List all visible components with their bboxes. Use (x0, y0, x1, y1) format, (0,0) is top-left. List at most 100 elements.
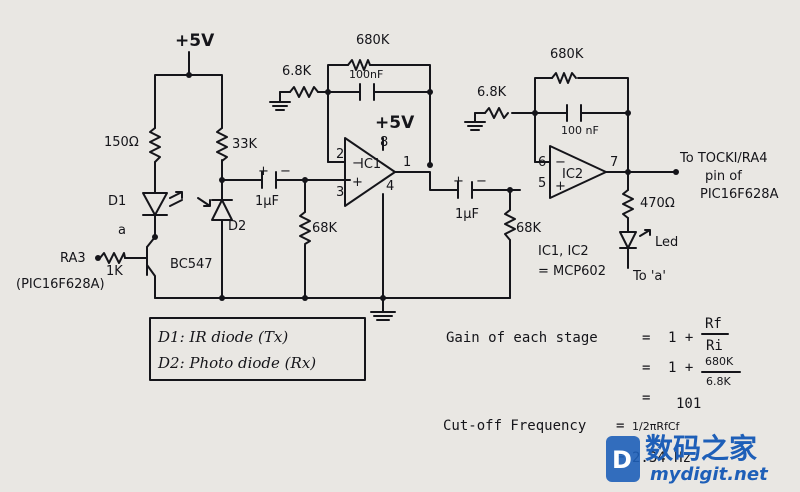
capacitor-100nf-b (566, 104, 582, 122)
resistor-680k-b (551, 72, 577, 84)
diode-d2 (211, 199, 233, 221)
ic-note: IC1, IC2 = MCP602 (538, 244, 606, 279)
gain-rf: Rf (705, 316, 722, 332)
ic2-pin5: 5 (538, 176, 546, 191)
component-labels: 150Ω 33K D1 a D2 BC547 RA3 1K (PIC16F628… (16, 33, 678, 292)
ic1-minus: − (352, 156, 363, 171)
diode-symbols (142, 191, 651, 249)
led (619, 231, 637, 249)
r-f2-label: 680K (550, 47, 584, 62)
opamp-ic1 (344, 137, 396, 207)
supply-label: +5V (175, 31, 215, 51)
gain-num: 680K (705, 355, 734, 368)
r-led-label: 150Ω (104, 135, 139, 150)
gain-one-plus-2: 1 + (668, 360, 693, 376)
gain-den: 6.8K (706, 375, 731, 388)
r-base-label: 1K (106, 264, 123, 279)
c1-minus: − (280, 164, 291, 179)
d2-recv-arrows (197, 197, 211, 207)
resistor-33k (216, 127, 228, 162)
capacitor-100nf-a (359, 83, 375, 101)
cutoff-eq: = (616, 418, 624, 434)
diode-d1 (142, 192, 168, 216)
c-c2-label: 1µF (455, 207, 479, 222)
output-line1: To TOCKI/RA4 (679, 151, 767, 166)
resistor-1k (99, 252, 126, 264)
output-note: To TOCKI/RA4 pin of PIC16F628A (679, 151, 779, 202)
junction-dots (95, 72, 679, 301)
c-f1-label: 100nF (349, 68, 383, 81)
c2-minus: − (476, 174, 487, 189)
ic-note-line2: = MCP602 (538, 264, 606, 279)
ic1-supply-label: +5V (375, 113, 415, 133)
ic1-pin8: 8 (380, 135, 388, 150)
ra3-label: RA3 (60, 251, 86, 266)
ic1-pin2: 2 (336, 147, 344, 162)
cutoff-formula: 1/2πRfCf (632, 420, 681, 433)
ra3-pic-label: (PIC16F628A) (16, 277, 105, 292)
resistor-680k-a (347, 59, 371, 71)
legend-box: D1: IR diode (Tx) D2: Photo diode (Rx) (149, 317, 366, 381)
gain-eq2: = (642, 360, 650, 376)
resistor-68k-a (299, 211, 311, 245)
r-out-label: 470Ω (640, 196, 675, 211)
d2-label: D2 (228, 219, 246, 234)
resistor-6k8-b (484, 107, 509, 119)
c2-plus: + (453, 174, 464, 189)
gain-eq3: = (642, 390, 650, 406)
d1-emit-arrows (169, 191, 183, 207)
cutoff-label: Cut-off Frequency (443, 418, 586, 434)
svg-text:D: D (612, 446, 632, 474)
resistor-6k8-a (289, 86, 319, 98)
resistor-150 (149, 127, 161, 163)
r-f1-label: 680K (356, 33, 390, 48)
output-line2: pin of (705, 169, 742, 184)
r-bias1-label: 68K (312, 221, 338, 236)
watermark-logo-icon (606, 436, 640, 482)
ic1-plus: + (352, 175, 363, 190)
opamps (344, 137, 607, 207)
watermark-url: mydigit.net (650, 464, 769, 485)
capacitor-symbols (261, 83, 582, 199)
led-arrows (639, 229, 651, 237)
ic2-label: IC2 (562, 167, 583, 182)
output-line3: PIC16F628A (700, 187, 779, 202)
legend-d2: D2: Photo diode (Rx) (157, 354, 316, 372)
legend-d1: D1: IR diode (Tx) (157, 328, 288, 346)
watermark-cn: 数码之家 (645, 432, 757, 465)
gain-eq1: = (642, 330, 650, 346)
ic2-pin7: 7 (610, 155, 618, 170)
c-f2-label: 100 nF (561, 124, 599, 137)
ic2-plus: + (555, 179, 566, 194)
supply-labels: +5V +5V (175, 31, 415, 133)
gain-label: Gain of each stage (446, 330, 598, 346)
led-to-label: To 'a' (632, 269, 666, 284)
ic1-pin4: 4 (386, 179, 394, 194)
node-a-label: a (118, 223, 126, 238)
ic1-label: IC1 (360, 157, 381, 172)
ic-note-line1: IC1, IC2 (538, 244, 589, 259)
resistor-68k-b (504, 209, 516, 241)
ic1-pin3: 3 (336, 185, 344, 200)
gain-ri: Ri (706, 338, 723, 354)
r-photo-label: 33K (232, 137, 258, 152)
r-in2-label: 6.8K (477, 85, 507, 100)
wires (124, 51, 677, 321)
r-bias2-label: 68K (516, 221, 542, 236)
led-label: Led (655, 235, 678, 250)
ic2-minus: − (555, 155, 566, 170)
gain-equations: Gain of each stage = 1 + Rf Ri = 1 + 680… (443, 316, 741, 466)
ic1-pin1: 1 (403, 155, 411, 170)
c-c1-label: 1µF (255, 194, 279, 209)
watermark: D 数码之家 mydigit.net (606, 432, 769, 485)
transistor-label: BC547 (170, 257, 213, 272)
cutoff-value: 2.34 Hz (632, 450, 691, 466)
opamp-ic2 (549, 145, 607, 199)
resistor-470 (622, 189, 634, 219)
capacitor-1uf-a (261, 171, 277, 189)
gain-one-plus-1: 1 + (668, 330, 693, 346)
r-in1-label: 6.8K (282, 64, 312, 79)
d1-label: D1 (108, 194, 126, 209)
ic2-pin6: 6 (538, 155, 546, 170)
